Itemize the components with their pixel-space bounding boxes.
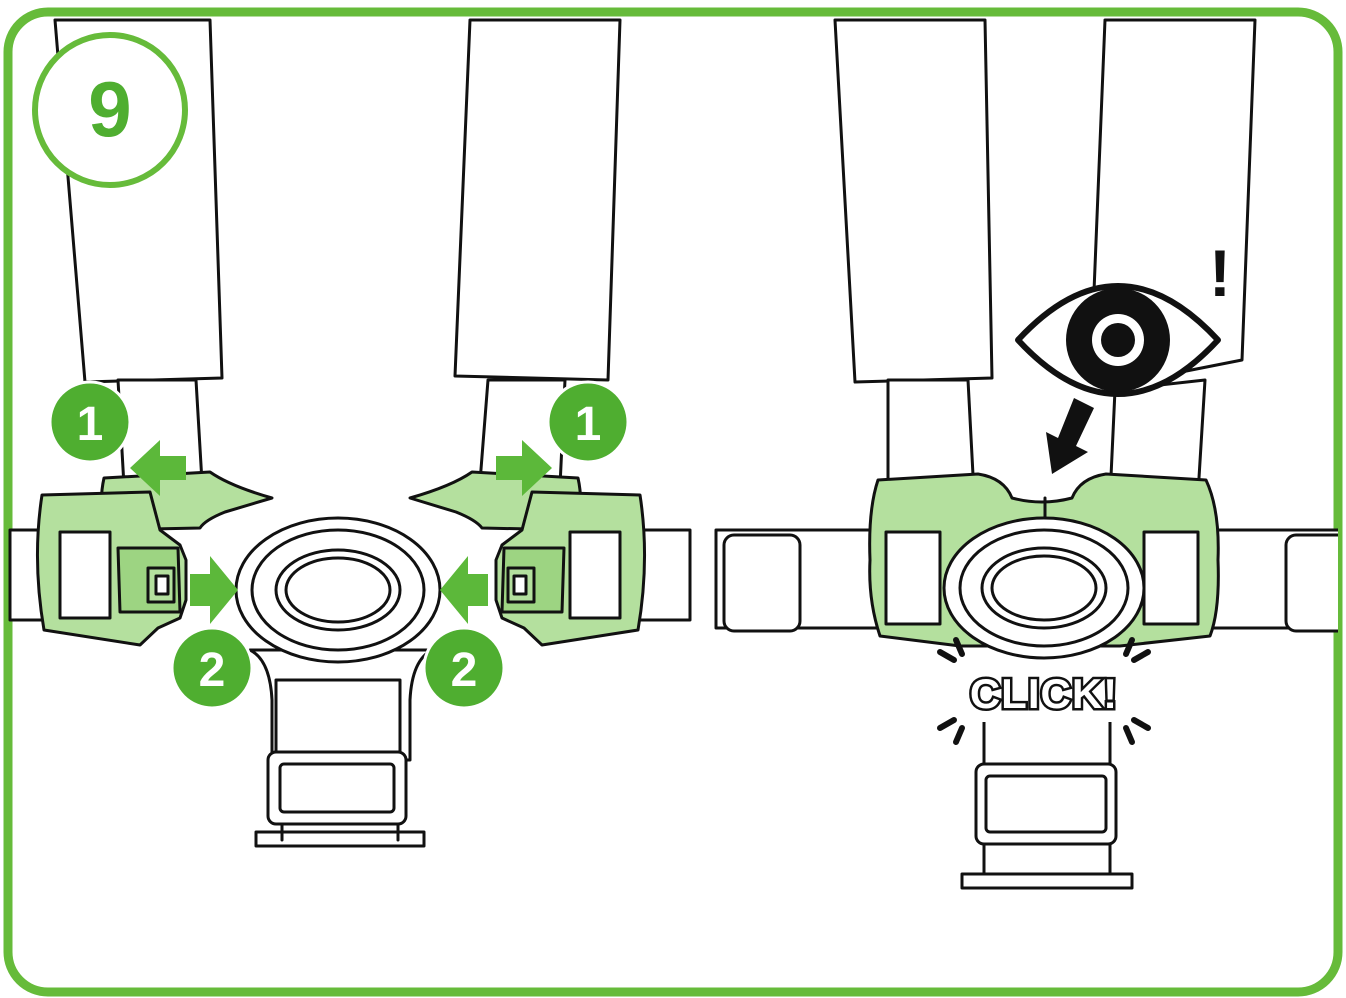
- arrow-left-icon: [440, 556, 488, 624]
- central-buckle-left: [234, 516, 442, 664]
- step-number-badge: 9: [32, 32, 188, 188]
- arrow-left-icon: [130, 440, 186, 496]
- sub-step-badge: 2: [422, 626, 506, 710]
- arrow-down-icon: [1046, 398, 1094, 474]
- shoulder-strap-right: [453, 18, 622, 382]
- sub-step-number: 1: [77, 398, 104, 451]
- buckle-tongue-right: [408, 470, 647, 647]
- sub-step-badge: 1: [546, 380, 630, 464]
- central-buckle-right: [942, 516, 1146, 660]
- arrow-right-icon: [496, 440, 552, 496]
- exclamation-icon: !: [1209, 236, 1231, 310]
- sub-step-number: 2: [199, 644, 226, 697]
- arrow-right-icon: [190, 556, 238, 624]
- eye-icon: [1015, 283, 1221, 397]
- click-label: CLICK!: [970, 670, 1118, 717]
- sub-step-badge: 1: [48, 380, 132, 464]
- buckle-tongue-left: [35, 470, 274, 647]
- crotch-strap-right: [960, 678, 1134, 890]
- right-scene-buckled: [714, 18, 1338, 890]
- crotch-strap-left: [248, 648, 434, 848]
- sub-step-badge: 2: [170, 626, 254, 710]
- click-burst-marks: [937, 637, 1151, 745]
- sub-step-number: 1: [575, 398, 602, 451]
- left-scene-unbuckled: [8, 18, 692, 848]
- sub-step-number: 2: [451, 644, 478, 697]
- shoulder-strap-left: [833, 18, 994, 384]
- step-number: 9: [88, 65, 131, 153]
